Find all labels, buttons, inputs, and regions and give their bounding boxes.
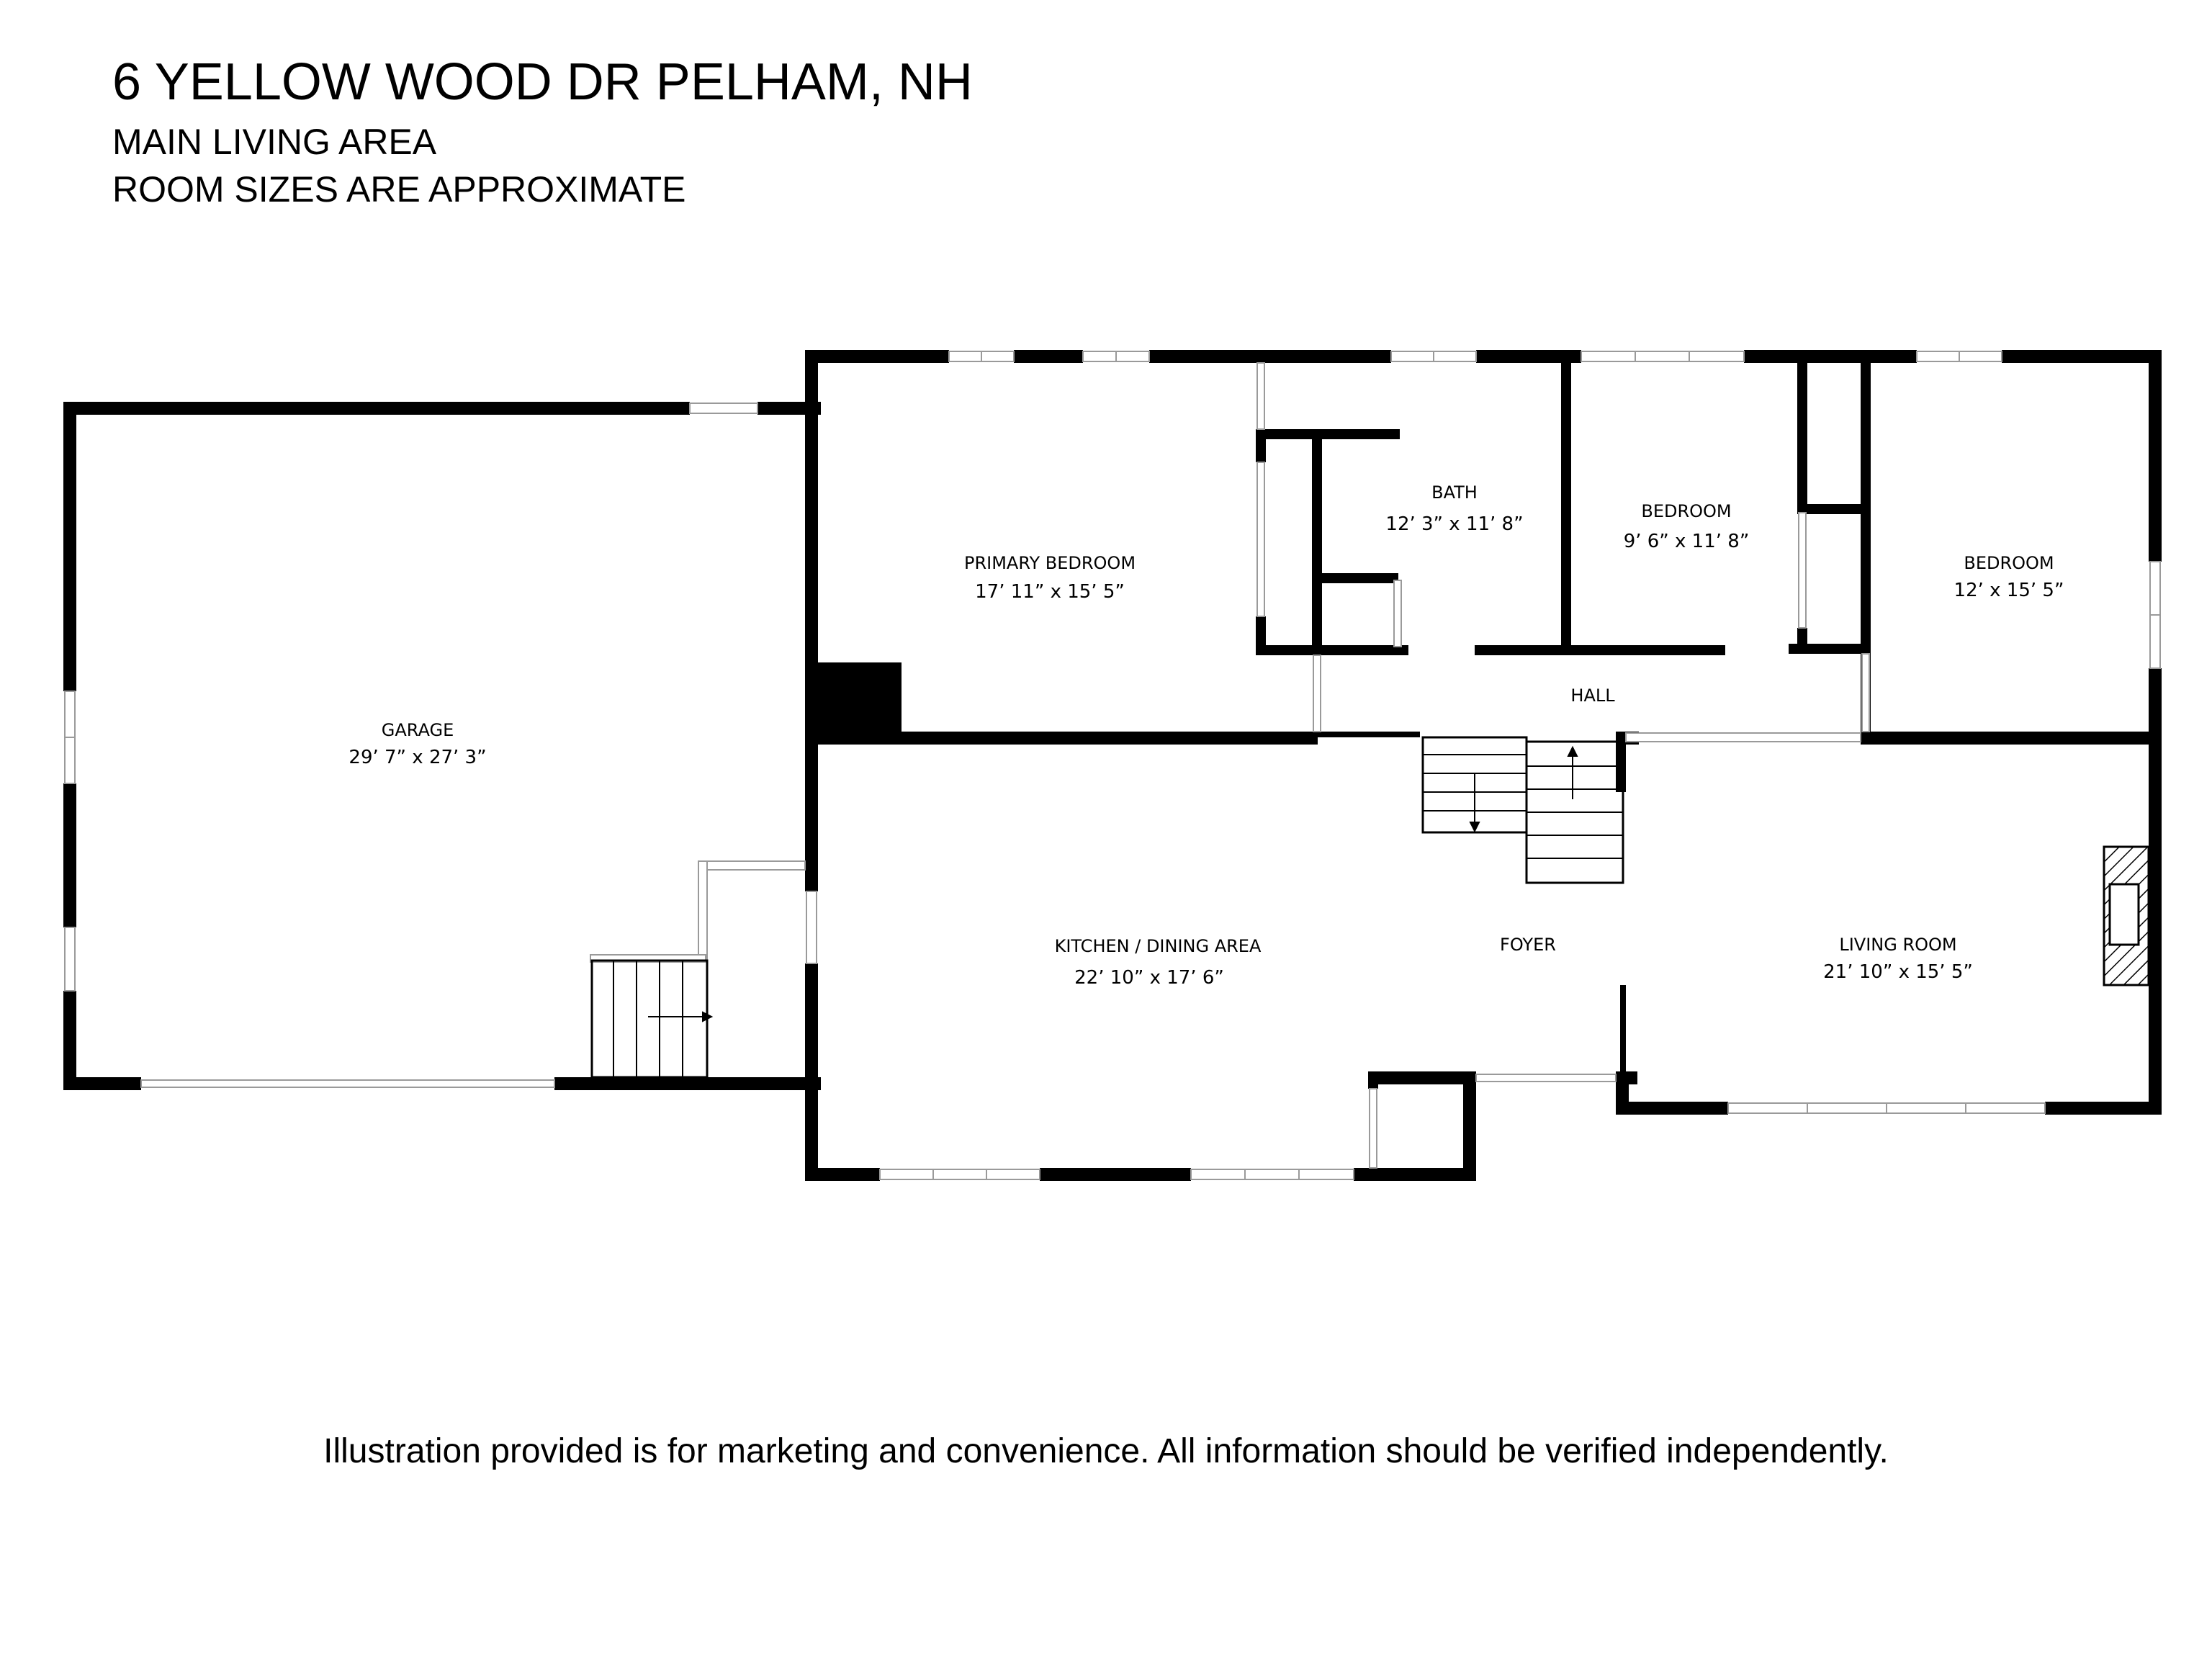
- kitchen-bottom-wall-right: [1354, 1168, 1476, 1181]
- garage-top-wall: [63, 402, 690, 415]
- bath-closet-shelf: [1312, 573, 1398, 583]
- divider-wall-right: [1861, 732, 2162, 745]
- house-left-wall-lower: [805, 963, 818, 1179]
- bath-closet-top: [1256, 429, 1400, 439]
- kitchen-side-door: [806, 891, 817, 964]
- closet-door: [1798, 512, 1807, 629]
- primary-bedroom-size: 17’ 11” x 15’ 5”: [975, 581, 1125, 603]
- foyer-right-jamb: [1616, 1071, 1637, 1084]
- disclaimer-text: Illustration provided is for marketing a…: [323, 1432, 1889, 1470]
- closet-left-wall-top: [1797, 360, 1807, 513]
- house-top-wall-3: [1149, 350, 1391, 363]
- garage-label: GARAGE: [382, 720, 454, 740]
- kitchen-window-2: [1190, 1169, 1354, 1180]
- entry-closet-top-wall: [1368, 1071, 1476, 1084]
- kitchen-bottom-wall-left: [805, 1168, 880, 1181]
- house-left-wall-upper: [805, 350, 818, 891]
- house-top-wall-1: [805, 350, 949, 363]
- primary-bedroom-label: PRIMARY BEDROOM: [964, 553, 1136, 573]
- garage-left-wall-mid: [63, 783, 76, 927]
- house-top-wall-5: [1744, 350, 1917, 363]
- walls: [63, 350, 2162, 1181]
- garage-bottom-wall-left: [63, 1077, 141, 1090]
- house-top-wall-4: [1476, 350, 1581, 363]
- room-labels: GARAGE 29’ 7” x 27’ 3” PRIMARY BEDROOM 1…: [349, 482, 2064, 989]
- garage-left-wall-upper: [63, 402, 76, 691]
- bath-bottom-wall-right: [1475, 645, 1725, 655]
- foyer-pony-wall: [1620, 985, 1626, 1071]
- hall-opening: [1625, 732, 1861, 742]
- bedroom3-size: 12’ x 15’ 5”: [1954, 580, 2064, 601]
- garage-size: 29’ 7” x 27’ 3”: [349, 747, 486, 768]
- garage-left-wall-lower: [63, 991, 76, 1089]
- garage-side-door: [689, 403, 758, 414]
- bath-door-swing: [1256, 462, 1265, 617]
- garage-step-wall-v: [698, 860, 708, 960]
- living-bottom-wall-right: [2045, 1102, 2162, 1115]
- divider-wall-mid-a: [1316, 732, 1420, 737]
- kitchen-bottom-wall-mid: [1040, 1168, 1191, 1181]
- hall-closet-door: [1861, 653, 1870, 732]
- living-bottom-wall-left: [1616, 1102, 1728, 1115]
- closet-left-wall-bottom: [1797, 628, 1807, 654]
- garage-overhead-door: [140, 1079, 555, 1088]
- living-room-size: 21’ 10” x 15’ 5”: [1823, 961, 1973, 983]
- stairs-down: [1421, 736, 1528, 834]
- bath-bottom-wall-left: [1256, 645, 1408, 655]
- garage-bottom-wall-right: [554, 1077, 821, 1090]
- size-note: ROOM SIZES ARE APPROXIMATE: [112, 169, 686, 210]
- garage-left-door: [64, 927, 76, 992]
- entry-closet-right-wall: [1463, 1071, 1476, 1179]
- bedroom2-left-wall: [1561, 360, 1571, 647]
- bedroom2-size: 9’ 6” x 11’ 8”: [1624, 531, 1750, 552]
- house-right-wall-upper: [2149, 350, 2162, 562]
- house-top-wall-2: [1014, 350, 1083, 363]
- window-mullions: [65, 351, 2160, 1179]
- garage-stairs: [590, 959, 714, 1079]
- foyer-label: FOYER: [1500, 935, 1556, 955]
- hall-label: HALL: [1570, 685, 1615, 706]
- kitchen-window-1: [879, 1169, 1040, 1180]
- closet-bottom-wall: [1789, 644, 1871, 654]
- bath-hall-door: [1313, 655, 1321, 732]
- front-door: [1475, 1074, 1617, 1082]
- garage-step-wall: [698, 860, 806, 871]
- floor-label: MAIN LIVING AREA: [112, 122, 437, 162]
- closet-shelf: [1797, 504, 1871, 514]
- fireplace: [2103, 845, 2150, 986]
- stairs-up: [1525, 740, 1624, 884]
- page-title: 6 YELLOW WOOD DR PELHAM, NH: [112, 53, 973, 111]
- kitchen-size: 22’ 10” x 17’ 6”: [1074, 967, 1224, 989]
- bedroom3-label: BEDROOM: [1964, 553, 2054, 573]
- bath-closet-vert: [1312, 429, 1322, 649]
- kitchen-label: KITCHEN / DINING AREA: [1055, 936, 1262, 956]
- entry-closet-left-wall: [1368, 1071, 1378, 1089]
- garage-step-landing: [590, 954, 706, 963]
- bath-label: BATH: [1431, 482, 1478, 503]
- living-room-label: LIVING ROOM: [1839, 935, 1956, 955]
- divider-wall-left: [805, 732, 1318, 745]
- bedroom2-window: [1581, 351, 1745, 362]
- house-right-wall-lower: [2149, 668, 2162, 1115]
- entry-closet-door: [1369, 1088, 1377, 1169]
- bath-door-top: [1256, 362, 1265, 430]
- bedroom2-label: BEDROOM: [1641, 501, 1731, 521]
- bath-size: 12’ 3” x 11’ 8”: [1385, 513, 1523, 535]
- bath-closet-door: [1393, 580, 1402, 647]
- house-top-wall-6: [2002, 350, 2160, 363]
- chimney-block: [805, 662, 902, 737]
- windows: [64, 351, 2161, 1180]
